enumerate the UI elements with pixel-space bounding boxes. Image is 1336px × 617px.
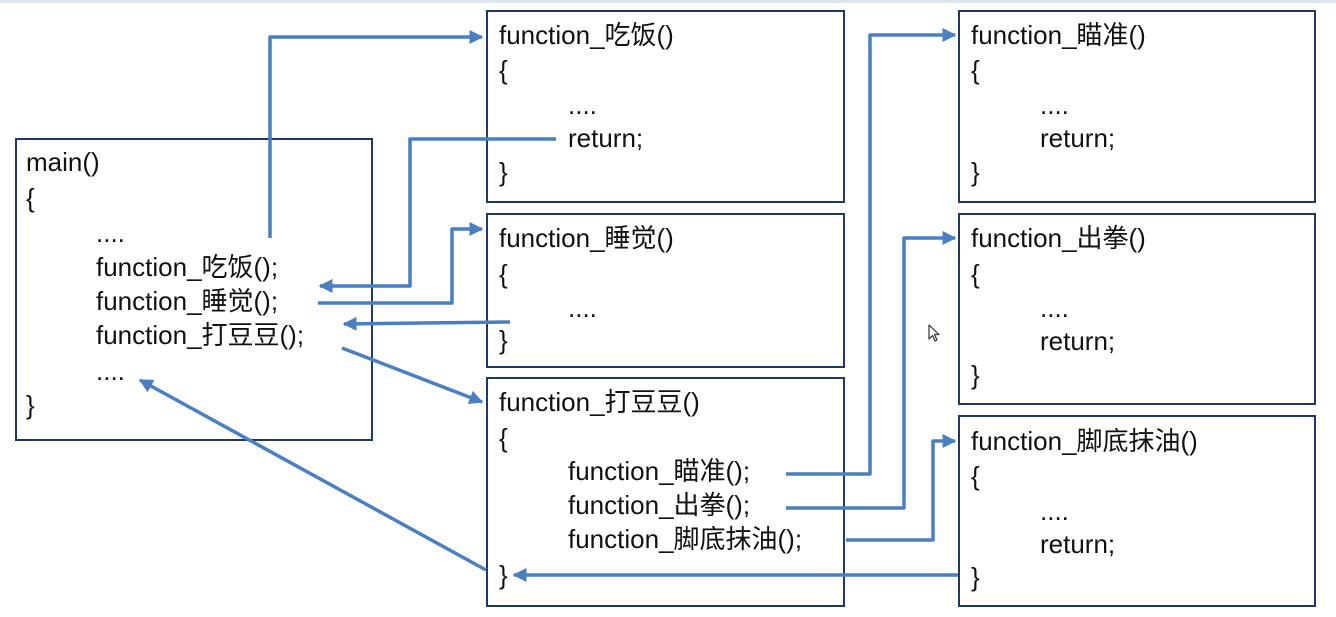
arrow-beat-to-flee [846,434,957,542]
punch-ellipsis: .... [1040,293,1069,323]
flee-function-box [958,415,1316,607]
main-ellipsis-top: .... [96,218,125,248]
beat-function-box [486,377,845,607]
arrow-main-to-beat [341,346,484,404]
sleep-function-box [486,213,845,368]
aim-open-brace: { [971,55,980,85]
flee-signature: function_脚底抹油() [971,426,1198,456]
main-signature: main() [26,147,100,177]
beat-call-punch: function_出拳(); [568,490,751,520]
punch-close-brace: } [971,360,980,390]
arrow-main-to-eat [268,30,484,238]
arrow-eat-return-to-main [318,137,556,293]
mouse-cursor-icon [928,324,940,342]
punch-open-brace: { [971,259,980,289]
main-call-eat: function_吃饭(); [96,252,279,282]
sleep-ellipsis: .... [568,293,597,323]
main-call-beat: function_打豆豆(); [96,320,305,350]
main-close-brace: } [26,390,35,420]
flee-open-brace: { [971,461,980,491]
sleep-signature: function_睡觉() [499,223,674,253]
aim-signature: function_瞄准() [971,20,1146,50]
main-call-sleep: function_睡觉(); [96,286,279,316]
beat-call-aim: function_瞄准(); [568,456,751,486]
beat-call-flee: function_脚底抹油(); [568,524,803,554]
arrow-beat-to-aim [786,28,957,476]
arrow-main-to-sleep [318,222,484,305]
punch-function-box [958,213,1316,405]
main-open-brace: { [26,183,35,213]
main-ellipsis-bottom: .... [96,356,125,386]
flee-return: return; [1040,529,1116,559]
beat-open-brace: { [499,423,508,453]
eat-open-brace: { [499,55,508,85]
beat-close-brace: } [499,560,508,590]
aim-return: return; [1040,123,1116,153]
arrow-sleep-return-to-main [342,316,511,331]
punch-return: return; [1040,326,1116,356]
eat-signature: function_吃饭() [499,20,674,50]
eat-return: return; [568,123,644,153]
arrow-beat-return-to-main [138,378,487,572]
aim-close-brace: } [971,157,980,187]
flee-close-brace: } [971,562,980,592]
aim-function-box [958,10,1316,203]
flee-ellipsis: .... [1040,496,1069,526]
sleep-close-brace: } [499,325,508,355]
main-function-box [15,138,373,441]
aim-ellipsis: .... [1040,90,1069,120]
top-edge-line [0,0,1336,3]
beat-signature: function_打豆豆() [499,387,700,417]
eat-ellipsis: .... [568,90,597,120]
punch-signature: function_出拳() [971,223,1146,253]
sleep-open-brace: { [499,259,508,289]
eat-close-brace: } [499,157,508,187]
arrow-beat-to-punch [786,231,957,510]
eat-function-box [486,10,845,203]
